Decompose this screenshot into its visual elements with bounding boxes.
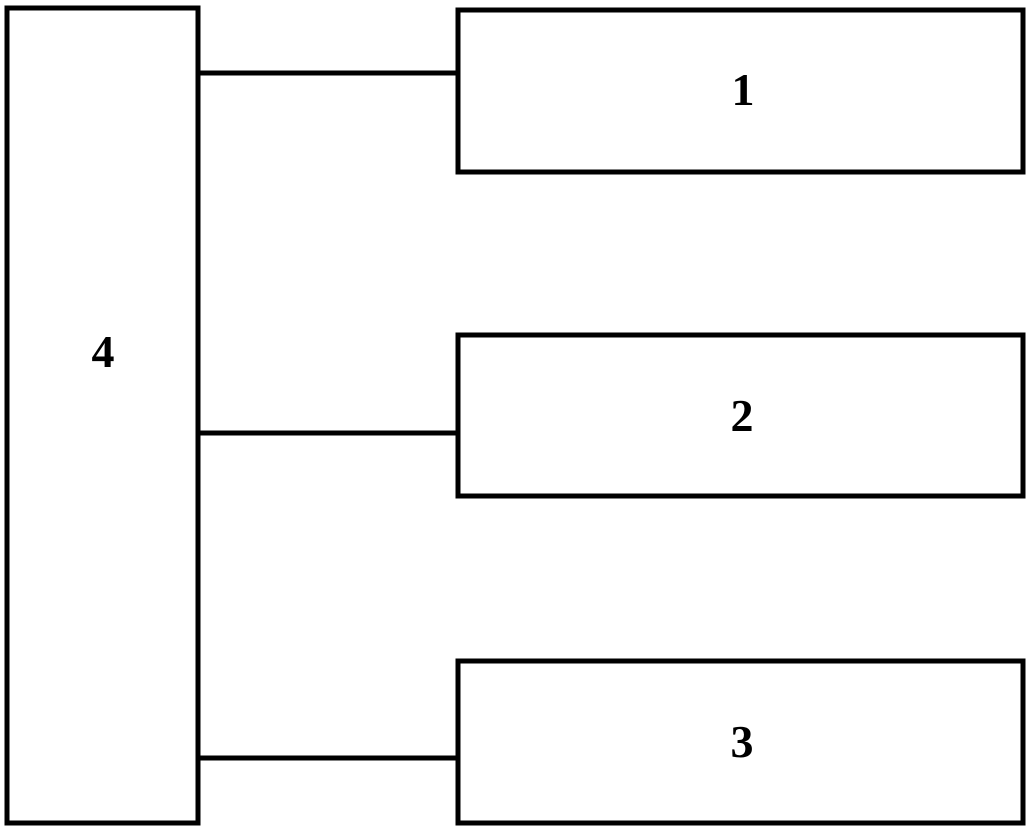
node-box-2[interactable]	[455, 332, 1026, 499]
node-box-4[interactable]	[4, 5, 201, 826]
node-label-4: 4	[91, 326, 115, 377]
node-box-1[interactable]	[455, 7, 1026, 175]
node-label-1: 1	[731, 64, 755, 115]
node-label-3: 3	[730, 716, 754, 767]
node-box-3[interactable]	[455, 658, 1026, 826]
node-label-2: 2	[730, 390, 754, 441]
